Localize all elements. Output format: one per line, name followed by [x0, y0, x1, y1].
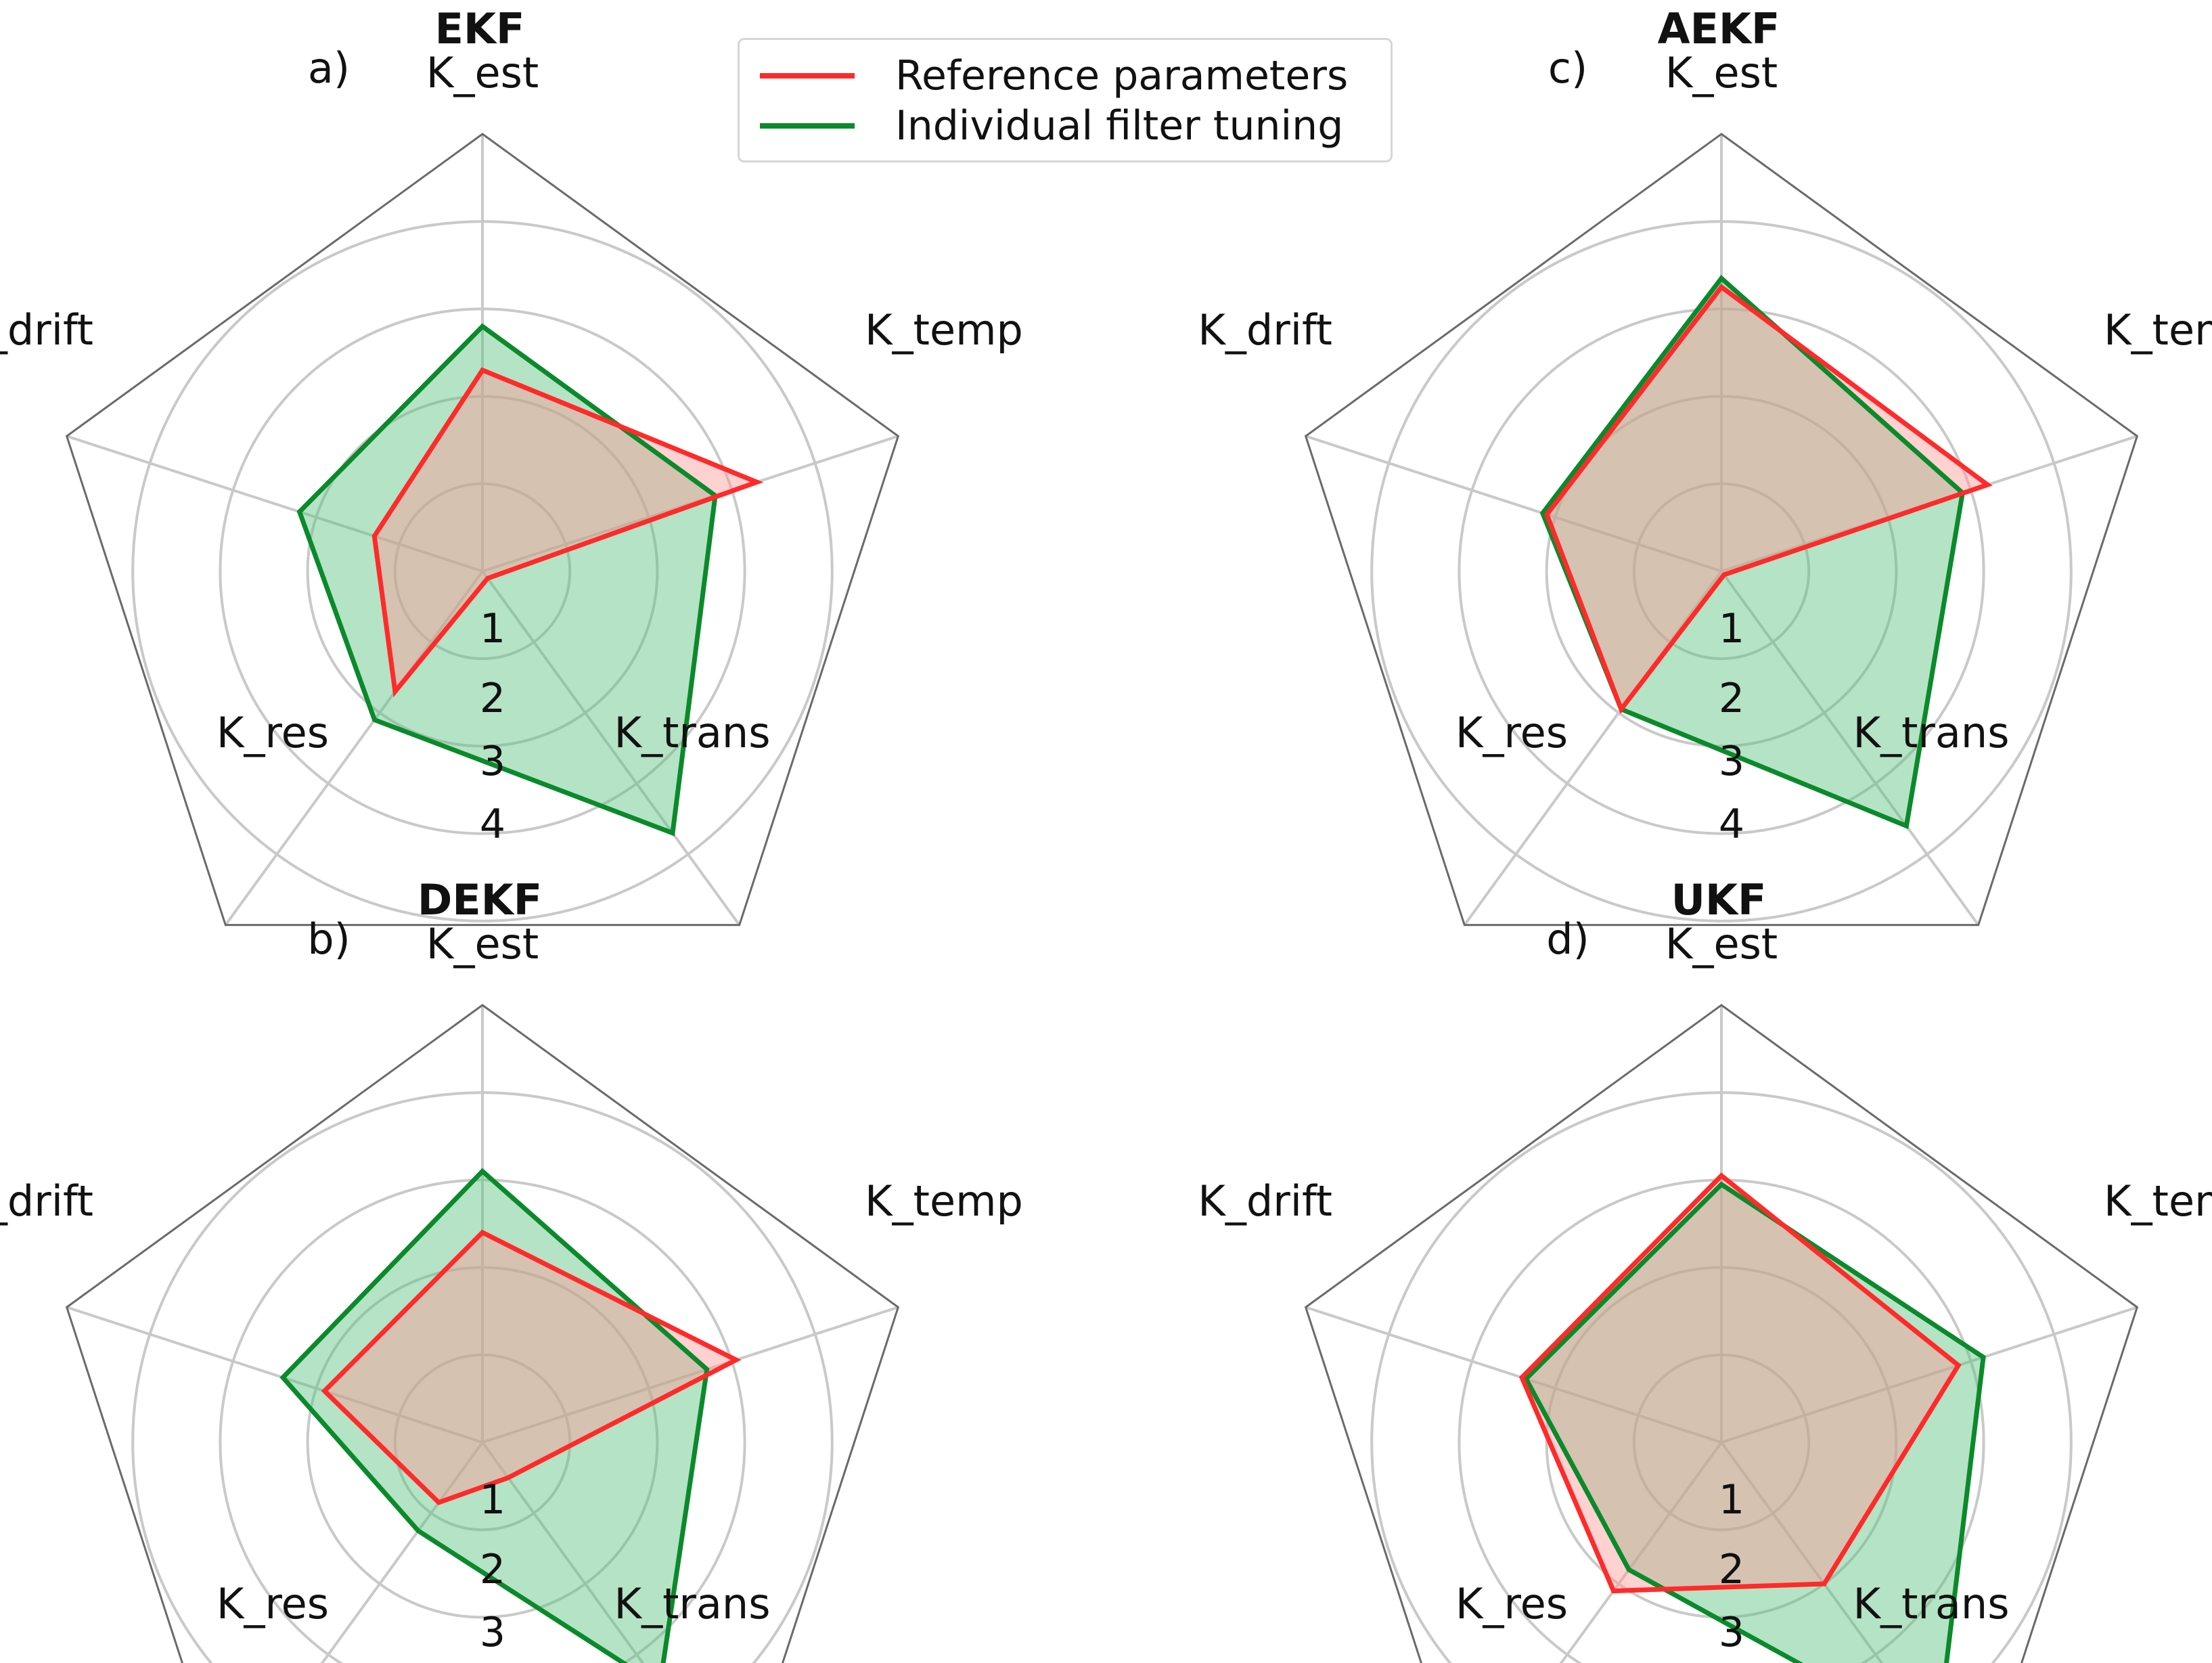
axis-spoke — [1721, 1306, 2138, 1444]
outer-frame — [65, 1004, 900, 1663]
axis-spoke — [224, 570, 484, 926]
axis-label-k-res: K_res — [1455, 708, 1568, 757]
axis-label-k-est: K_est — [426, 919, 539, 969]
ring-tick-label: 2 — [1719, 675, 1744, 722]
axis-label-k-trans: K_trans — [1853, 1579, 2009, 1628]
ring-tick-label: 1 — [480, 605, 505, 652]
individual-outline — [279, 1168, 710, 1663]
outer-frame — [1304, 133, 2139, 927]
axis-label-k-res: K_res — [217, 1579, 329, 1628]
axis-label-k-trans: K_trans — [1853, 708, 2009, 757]
axis-label-k-est: K_est — [1665, 919, 1778, 969]
panel-label: c) — [1548, 43, 1587, 93]
reference-area — [324, 1232, 736, 1503]
axis-label-k-drift: K_drift — [1198, 305, 1332, 355]
axis-label-k-est: K_est — [426, 48, 539, 97]
axis-label-k-trans: K_trans — [614, 708, 770, 757]
reference-area — [1546, 287, 1988, 709]
axis-spoke — [481, 570, 741, 926]
individual-area — [1542, 278, 1963, 826]
axis-label-k-drift: K_drift — [1198, 1176, 1332, 1226]
axis-label-k-temp: K_temp — [2104, 1176, 2212, 1226]
individual-area — [299, 326, 716, 833]
axis-spoke — [1559, 1441, 1723, 1663]
ring-tick-label: 4 — [1719, 801, 1744, 848]
legend-item-individual: Individual filter tuning — [760, 102, 1343, 150]
reference-line-swatch — [760, 73, 855, 79]
panel-title: AEKF — [1658, 4, 1780, 53]
legend-label: Individual filter tuning — [895, 102, 1344, 150]
axis-spoke — [66, 1306, 483, 1444]
outer-frame — [1304, 1004, 2139, 1663]
legend-label: Reference parameters — [895, 52, 1349, 99]
reference-area — [374, 370, 757, 692]
ring-tick-label: 3 — [480, 1609, 505, 1656]
axis-spoke — [482, 1306, 899, 1444]
axis-label-k-res: K_res — [1455, 1579, 1568, 1628]
axis-spoke — [1305, 1306, 1722, 1444]
axis-spoke — [481, 1441, 645, 1663]
ring-tick-label: 1 — [1719, 605, 1744, 652]
ring-tick-label: 2 — [1719, 1546, 1744, 1593]
axis-spoke — [1720, 1441, 1884, 1663]
axis-label-k-trans: K_trans — [614, 1579, 770, 1628]
legend-item-reference: Reference parameters — [760, 52, 1348, 99]
axis-label-k-drift: K_drift — [0, 1176, 93, 1226]
ring-tick-label: 4 — [480, 801, 505, 848]
reference-outline — [321, 1229, 742, 1505]
axis-label-k-temp: K_temp — [2104, 305, 2212, 355]
ring-tick-label: 3 — [1719, 738, 1744, 785]
reference-outline — [371, 367, 764, 698]
panel-title: DEKF — [417, 875, 542, 925]
panel-label: d) — [1546, 914, 1589, 964]
ring-tick-label: 1 — [1719, 1476, 1744, 1524]
axis-spoke — [1305, 435, 1722, 573]
individual-outline — [296, 323, 718, 837]
individual-line-swatch — [760, 123, 855, 129]
outer-frame — [65, 133, 900, 927]
panel-title: EKF — [435, 4, 525, 53]
ring-tick-label: 3 — [480, 738, 505, 785]
panel-title: UKF — [1671, 875, 1767, 925]
axis-spoke — [1720, 570, 1980, 926]
panel-label: b) — [307, 914, 351, 964]
axis-spoke — [66, 435, 483, 573]
axis-spoke — [1463, 570, 1723, 926]
axis-label-k-temp: K_temp — [865, 1176, 1023, 1226]
ring-tick-label: 2 — [480, 1546, 505, 1593]
reference-outline — [1518, 1172, 1962, 1594]
panel-label: a) — [308, 43, 350, 93]
individual-area — [1526, 1184, 1984, 1663]
ring-tick-label: 2 — [480, 675, 505, 722]
axis-label-k-est: K_est — [1665, 48, 1778, 97]
individual-outline — [1539, 275, 1966, 830]
axis-label-k-res: K_res — [217, 708, 329, 757]
individual-outline — [1522, 1181, 1986, 1663]
axis-label-k-temp: K_temp — [865, 305, 1023, 355]
reference-outline — [1543, 284, 1993, 714]
ring-tick-label: 3 — [1719, 1609, 1744, 1656]
legend: Reference parameters Individual filter t… — [738, 38, 1393, 162]
ring-tick-label: 1 — [480, 1476, 505, 1524]
axis-label-k-drift: K_drift — [0, 305, 93, 355]
